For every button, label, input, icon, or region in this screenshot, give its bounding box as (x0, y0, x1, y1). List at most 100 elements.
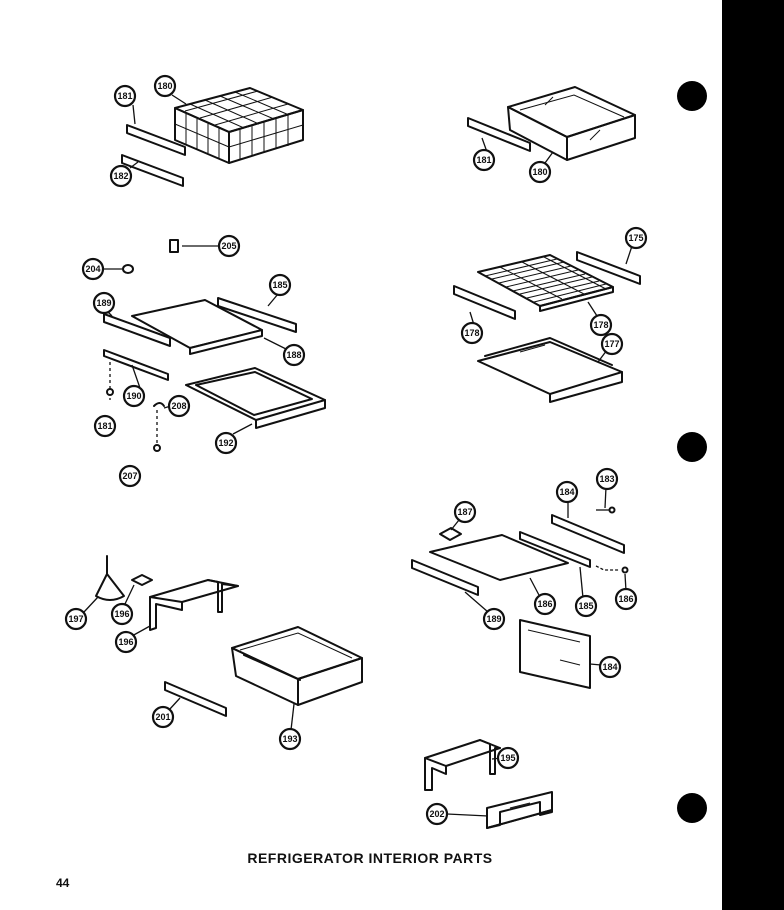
svg-text:197: 197 (68, 614, 83, 624)
callout-184: 184 (555, 480, 579, 504)
svg-text:184: 184 (559, 487, 574, 497)
svg-text:180: 180 (157, 81, 172, 91)
svg-text:187: 187 (457, 507, 472, 517)
callout-181: 181 (472, 148, 496, 172)
callout-188: 188 (282, 343, 306, 367)
svg-text:188: 188 (286, 350, 301, 360)
callout-192: 192 (214, 431, 238, 455)
svg-text:193: 193 (282, 734, 297, 744)
callout-178: 178 (589, 313, 613, 337)
svg-text:178: 178 (593, 320, 608, 330)
callout-208: 208 (167, 394, 191, 418)
slide-out-shelf (477, 337, 623, 403)
spring-clip (153, 402, 165, 407)
callout-205: 205 (217, 234, 241, 258)
callout-181: 181 (113, 84, 137, 108)
punch-hole-icon (677, 793, 707, 823)
screw-icon (608, 506, 616, 514)
callout-182: 182 (109, 164, 133, 188)
crisper-cover-panel (519, 619, 591, 689)
cover-back-rail (551, 514, 625, 554)
crisper-rail (467, 117, 531, 152)
svg-text:205: 205 (221, 241, 236, 251)
wire-basket-group (121, 87, 304, 187)
meat-pan-group (95, 555, 363, 717)
callout-196: 196 (114, 630, 138, 654)
callout-197: 197 (64, 607, 88, 631)
basket-rail-lower (121, 154, 184, 187)
punch-hole-icon (677, 81, 707, 111)
part-number-callouts: 180 181 182 181 180 205 204 185 189 188 … (64, 74, 648, 826)
svg-text:181: 181 (117, 91, 132, 101)
svg-text:181: 181 (97, 421, 112, 431)
svg-text:177: 177 (604, 339, 619, 349)
callout-193: 193 (278, 727, 302, 751)
callout-195: 195 (496, 746, 520, 770)
svg-text:185: 185 (578, 601, 593, 611)
callout-186: 186 (533, 592, 557, 616)
page-title: REFRIGERATOR INTERIOR PARTS (247, 850, 493, 866)
svg-text:186: 186 (537, 599, 552, 609)
crisper-back-panel (486, 791, 553, 829)
svg-text:184: 184 (602, 662, 617, 672)
callout-181: 181 (93, 414, 117, 438)
meat-pan (231, 626, 363, 706)
callout-183: 183 (595, 467, 619, 491)
basket-rail-upper (126, 124, 186, 156)
callout-180: 180 (153, 74, 177, 98)
utility-scoop (95, 555, 125, 601)
shelf-grommet (122, 264, 134, 274)
svg-text:195: 195 (500, 753, 515, 763)
callout-178: 178 (460, 321, 484, 345)
callout-201: 201 (151, 705, 175, 729)
crisper-cover-group (411, 506, 629, 829)
crisper-cover-glass (429, 534, 569, 581)
glass-shelf-group (103, 239, 326, 452)
svg-text:186: 186 (618, 594, 633, 604)
callout-196: 196 (110, 602, 134, 626)
callout-187: 187 (453, 500, 477, 524)
shelf-clip (169, 239, 179, 253)
svg-text:190: 190 (126, 391, 141, 401)
callout-189: 189 (482, 607, 506, 631)
callout-190: 190 (122, 384, 146, 408)
shelf-trim-rail (217, 297, 297, 333)
wire-shelf-group (453, 251, 641, 403)
svg-text:180: 180 (532, 167, 547, 177)
cover-front-rail (411, 559, 479, 596)
cover-clip (439, 527, 462, 541)
meat-pan-cover-frame (149, 579, 239, 631)
screw-icon (106, 388, 114, 396)
svg-text:189: 189 (96, 298, 111, 308)
punch-hole-icon (677, 432, 707, 462)
binding-strip (722, 0, 784, 910)
callout-186: 186 (614, 587, 638, 611)
page-number: 44 (56, 876, 70, 890)
svg-text:207: 207 (122, 471, 137, 481)
cover-side-rail (519, 531, 591, 568)
callout-207: 207 (118, 464, 142, 488)
callout-180: 180 (528, 160, 552, 184)
wire-shelf (477, 254, 614, 312)
screw-icon (153, 444, 161, 452)
callout-175: 175 (624, 226, 648, 250)
crisper-pan-group (467, 86, 636, 161)
svg-text:196: 196 (114, 609, 129, 619)
svg-text:192: 192 (218, 438, 233, 448)
svg-text:208: 208 (171, 401, 186, 411)
callout-185: 185 (268, 273, 292, 297)
svg-text:202: 202 (429, 809, 444, 819)
svg-text:175: 175 (628, 233, 643, 243)
svg-text:178: 178 (464, 328, 479, 338)
wire-shelf-rail-left (453, 285, 516, 320)
callout-177: 177 (600, 332, 624, 356)
crisper-pan (507, 86, 636, 161)
svg-text:204: 204 (85, 264, 100, 274)
callout-184: 184 (598, 655, 622, 679)
small-bracket (131, 574, 153, 586)
svg-text:196: 196 (118, 637, 133, 647)
crisper-bracket (424, 739, 501, 791)
screw-icon (621, 566, 629, 574)
